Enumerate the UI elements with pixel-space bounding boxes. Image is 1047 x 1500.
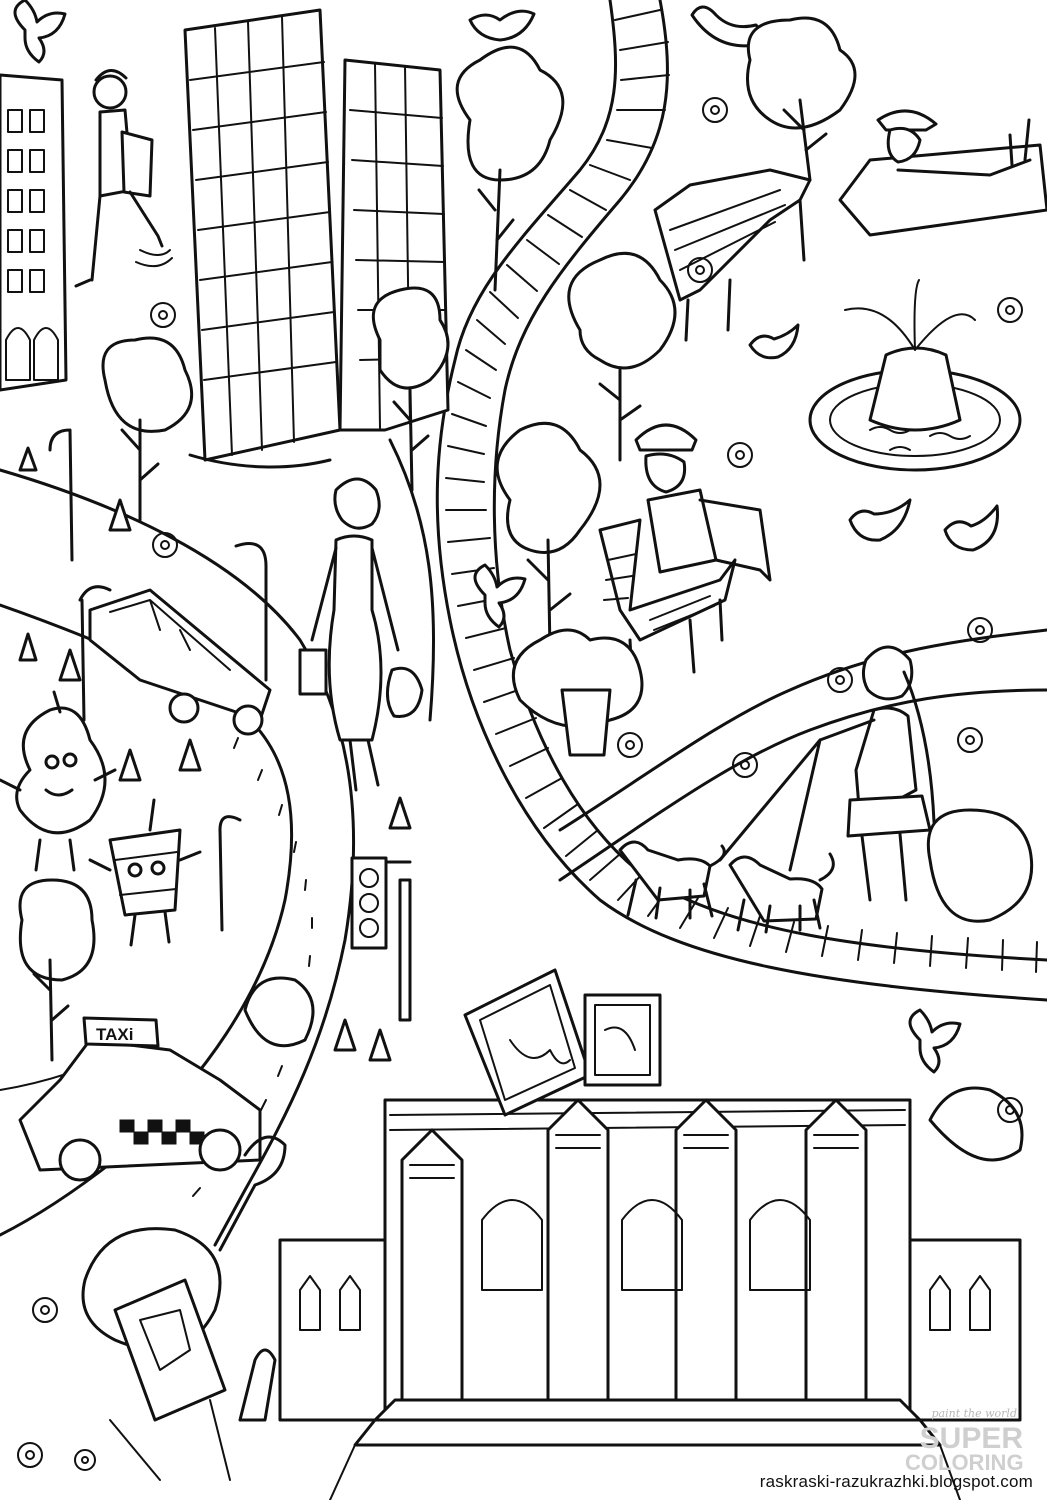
limousine xyxy=(88,588,272,736)
museum-arched-windows xyxy=(481,1199,811,1291)
man-on-bench xyxy=(634,423,772,582)
cat-on-fence xyxy=(690,5,764,48)
potted-bush xyxy=(511,628,644,757)
watermark-tagline: paint the world xyxy=(931,1407,1018,1420)
traffic-cones xyxy=(18,446,412,1062)
woman-on-blanket xyxy=(838,109,1047,237)
museum-building xyxy=(278,1098,1022,1500)
butterflies xyxy=(13,0,962,1074)
taxi-sign-text: TAXi xyxy=(96,1025,133,1044)
park-walkway xyxy=(558,628,1047,882)
watermark-line-1: SUPER xyxy=(919,1421,1023,1455)
flowers xyxy=(17,97,1023,1471)
walking-man xyxy=(74,69,173,288)
source-credit: raskraski-razukrazhki.blogspot.com xyxy=(759,1472,1033,1491)
museum-columns xyxy=(400,1098,868,1402)
fountain xyxy=(808,279,1022,472)
dog-2 xyxy=(728,852,835,934)
painting-frames xyxy=(463,968,662,1117)
cup-character xyxy=(88,798,202,947)
skyscraper-tall xyxy=(183,8,342,462)
art-supplies xyxy=(81,1135,287,1481)
walking-woman xyxy=(298,477,424,792)
taxi-car: TAXi xyxy=(18,1016,262,1182)
watermark-logo: SUPER COLORING xyxy=(905,1421,1024,1476)
museum-side-windows xyxy=(299,1275,991,1331)
park-bench-top xyxy=(653,168,812,342)
park-bench-middle xyxy=(598,518,737,682)
pear-character xyxy=(0,690,117,872)
dog-1 xyxy=(618,840,726,920)
museum-steps xyxy=(329,1398,961,1500)
striped-park-path xyxy=(435,0,1047,1002)
watermark-line-2: COLORING xyxy=(905,1450,1024,1476)
apartment-building-left xyxy=(0,73,68,392)
birds xyxy=(468,9,999,552)
street-lamps xyxy=(48,428,412,1022)
trees xyxy=(18,16,1034,1162)
taxi-checker-stripe xyxy=(119,1119,205,1145)
